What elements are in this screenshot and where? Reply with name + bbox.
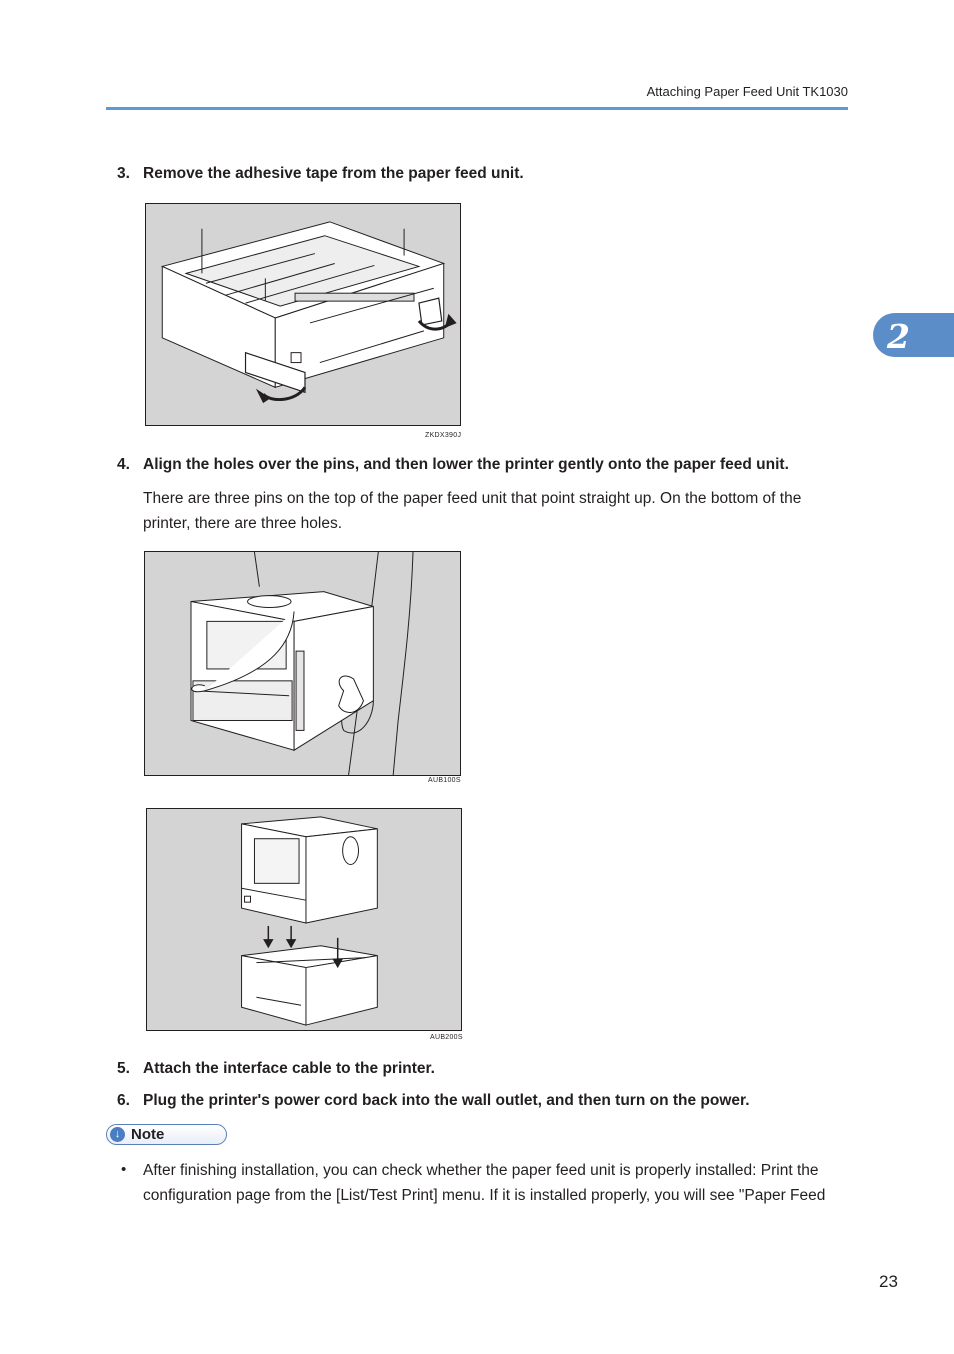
- chapter-number: 2: [887, 317, 910, 356]
- note-line: configuration page from the [List/Test P…: [143, 1187, 826, 1204]
- step-5: 5. Attach the interface cable to the pri…: [117, 1060, 435, 1078]
- step-text: Remove the adhesive tape from the paper …: [143, 165, 524, 182]
- note-label: Note: [131, 1126, 165, 1143]
- figure-printer-alignment: [146, 808, 462, 1031]
- figure-code: AUB100S: [428, 777, 461, 784]
- description-line: There are three pins on the top of the p…: [143, 490, 802, 507]
- note-heading: ↓ Note: [106, 1124, 227, 1145]
- down-arrow-icon: ↓: [110, 1127, 125, 1142]
- step-text: Align the holes over the pins, and then …: [143, 456, 789, 473]
- step-3: 3. Remove the adhesive tape from the pap…: [117, 165, 524, 183]
- header-rule: [106, 107, 848, 110]
- step-number: 4.: [117, 456, 130, 473]
- description-line: printer, there are three holes.: [143, 515, 343, 532]
- step-6: 6. Plug the printer's power cord back in…: [117, 1092, 750, 1110]
- bullet-dot: •: [121, 1161, 127, 1178]
- step-number: 5.: [117, 1060, 130, 1077]
- feed-unit-illustration: [160, 221, 457, 404]
- figure-feed-unit-tape: [145, 203, 461, 426]
- step-text: Plug the printer's power cord back into …: [143, 1092, 750, 1109]
- printer-alignment-illustration: [241, 816, 378, 1026]
- lowering-printer-illustration: [190, 552, 414, 775]
- step-number: 3.: [117, 165, 130, 182]
- step-number: 6.: [117, 1092, 130, 1109]
- running-header: Attaching Paper Feed Unit TK1030: [646, 84, 848, 99]
- figure-code: ZKDX390J: [425, 432, 462, 439]
- page-number: 23: [879, 1272, 898, 1291]
- step-4: 4. Align the holes over the pins, and th…: [117, 456, 789, 474]
- note-line: After finishing installation, you can ch…: [143, 1162, 819, 1179]
- step-4-description: There are three pins on the top of the p…: [143, 486, 843, 536]
- chapter-tab: 2: [873, 313, 954, 357]
- figure-code: AUB200S: [430, 1034, 463, 1041]
- note-bullet-text: After finishing installation, you can ch…: [143, 1158, 853, 1208]
- step-text: Attach the interface cable to the printe…: [143, 1060, 435, 1077]
- figure-lowering-printer: [144, 551, 461, 776]
